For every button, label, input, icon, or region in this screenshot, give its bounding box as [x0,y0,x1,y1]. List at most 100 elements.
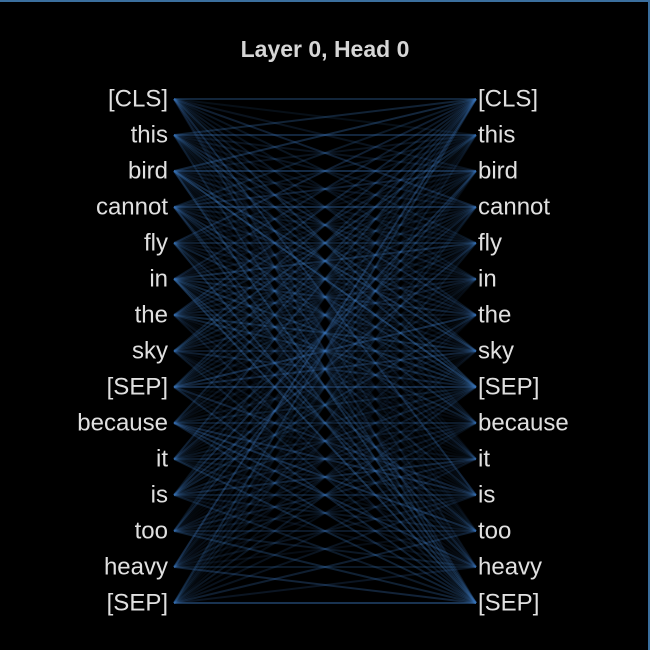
attention-line [173,386,477,532]
chart-title: Layer 0, Head 0 [240,36,410,62]
right-token[interactable]: too [478,518,511,545]
right-token[interactable]: this [478,122,515,149]
attention-line [173,242,477,352]
attention-line [173,458,477,568]
attention-line [173,314,477,568]
attention-line [173,98,477,460]
attention-line [173,422,477,568]
attention-line [173,314,477,604]
attention-line [173,170,477,316]
attention-line [173,350,477,424]
attention-line [173,206,477,568]
attention-line [173,278,477,316]
attention-line [173,98,477,136]
attention-line [173,170,477,496]
right-token[interactable]: bird [478,158,518,185]
right-token[interactable]: [SEP] [478,374,539,401]
attention-line [173,134,477,172]
attention-line [173,494,477,568]
attention-line [173,98,477,352]
right-token[interactable]: is [478,482,495,509]
left-token[interactable]: fly [144,230,168,257]
attention-line [173,170,477,388]
left-token[interactable]: heavy [104,554,168,581]
attention-line [173,206,477,424]
left-token[interactable]: sky [132,338,168,365]
attention-line [173,98,477,352]
attention-line [173,134,477,280]
attention-line [173,170,477,568]
left-token[interactable]: [SEP] [107,590,168,617]
attention-line [173,278,477,316]
left-token[interactable]: [CLS] [108,86,168,113]
attention-line [173,134,477,460]
attention-line [173,134,477,424]
right-token[interactable]: [SEP] [478,590,539,617]
attention-line [173,278,477,388]
attention-line [173,494,477,568]
attention-line [173,314,477,424]
left-token[interactable]: bird [128,158,168,185]
attention-line [173,134,477,604]
left-token[interactable]: [SEP] [107,374,168,401]
attention-line [173,386,477,460]
attention-line [173,242,477,316]
attention-line [173,494,477,532]
attention-line [173,134,477,316]
right-token[interactable]: cannot [478,194,550,221]
attention-line [173,278,477,568]
attention-line [173,134,477,496]
attention-line [173,422,477,460]
attention-line [173,170,477,352]
attention-line [173,386,477,496]
right-token[interactable]: because [478,410,569,437]
attention-line [173,494,477,532]
left-token[interactable]: the [135,302,168,329]
attention-line [173,242,477,388]
attention-line [173,386,477,496]
attention-line [173,170,477,424]
attention-line [173,134,477,424]
attention-line [173,278,477,604]
attention-line [173,350,477,388]
attention-line [173,170,477,604]
attention-line [173,422,477,496]
attention-line [173,350,477,568]
attention-line [173,170,477,244]
attention-line [173,206,477,604]
attention-line [173,98,477,424]
left-token[interactable]: is [151,482,168,509]
left-token[interactable]: too [135,518,168,545]
attention-line [173,422,477,604]
left-token[interactable]: because [77,410,168,437]
attention-line [173,530,477,568]
right-token[interactable]: fly [478,230,502,257]
right-token[interactable]: it [478,446,490,473]
attention-line [173,350,477,460]
right-token[interactable]: heavy [478,554,542,581]
attention-line [173,386,477,424]
attention-line [173,458,477,568]
attention-line [173,422,477,460]
attention-line [173,494,477,604]
attention-line [173,422,477,568]
right-token[interactable]: in [478,266,497,293]
left-token[interactable]: this [131,122,168,149]
right-token-column: [CLS] this bird cannot fly in the sky [SEP] becau… [478,86,569,617]
attention-line [173,278,477,424]
right-token[interactable]: [CLS] [478,86,538,113]
left-token[interactable]: cannot [96,194,168,221]
left-token[interactable]: in [149,266,168,293]
right-token[interactable]: the [478,302,511,329]
attention-line [173,422,477,532]
attention-line [173,314,477,532]
attention-line [173,206,477,532]
left-token[interactable]: it [156,446,168,473]
attention-line [173,242,477,532]
right-token[interactable]: sky [478,338,514,365]
attention-line [173,278,477,532]
attention-line [173,98,477,208]
attention-line [173,206,477,280]
